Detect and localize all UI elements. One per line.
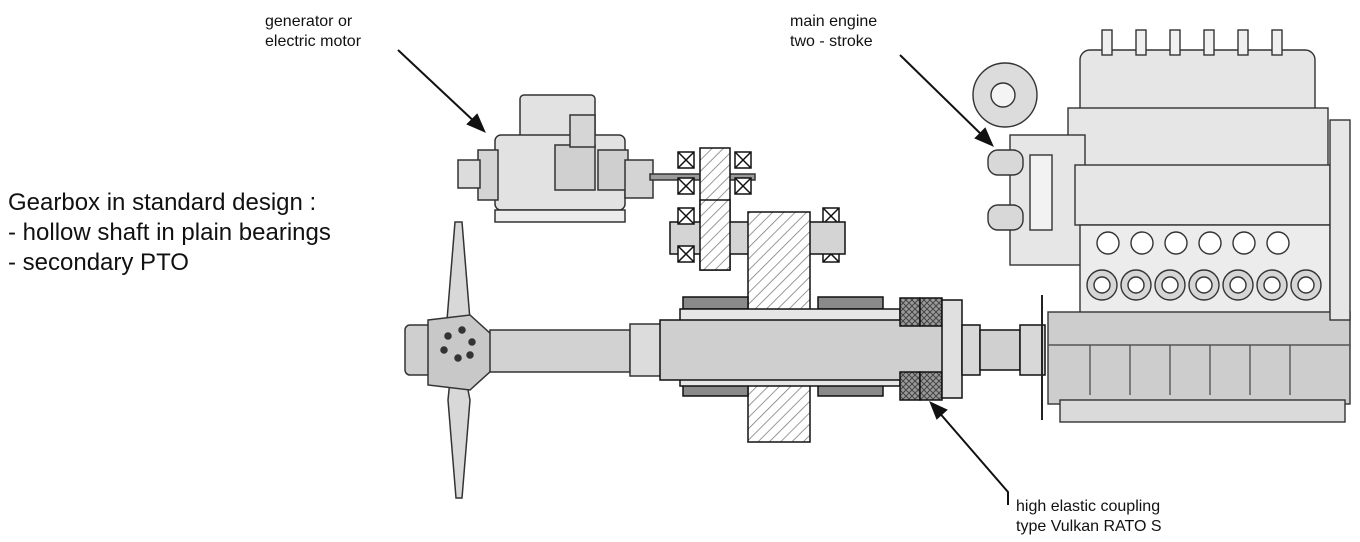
main-engine: [972, 29, 1351, 423]
leader-arrows: [397, 49, 1009, 505]
gearbox-feature-2: - secondary PTO: [8, 249, 189, 276]
engine-label: main engine two - stroke: [790, 12, 877, 52]
engine-label-line-2: two - stroke: [790, 33, 873, 50]
generator-drawing: [457, 94, 756, 223]
generator-arrow: [397, 49, 479, 126]
coupling-label-line-2: type Vulkan RATO S: [1016, 518, 1162, 535]
gearbox-title: Gearbox in standard design :: [8, 189, 317, 216]
gearbox-description: Gearbox in standard design : - hollow sh…: [8, 188, 331, 278]
generator-label-line-1: generator or: [265, 13, 353, 30]
generator-label-line-2: electric motor: [265, 33, 362, 50]
engine-arrow: [899, 54, 986, 139]
gearbox-feature-1: - hollow shaft in plain bearings: [8, 219, 331, 246]
engine-label-line-1: main engine: [790, 13, 878, 30]
coupling-label-line-1: high elastic coupling: [1016, 498, 1161, 515]
propeller: [404, 221, 951, 499]
elastic-coupling: [899, 295, 1046, 420]
coupling-label: high elastic coupling type Vulkan RATO S: [1016, 497, 1162, 537]
generator-label: generator or electric motor: [265, 12, 361, 52]
coupling-arrow: [936, 409, 1009, 505]
